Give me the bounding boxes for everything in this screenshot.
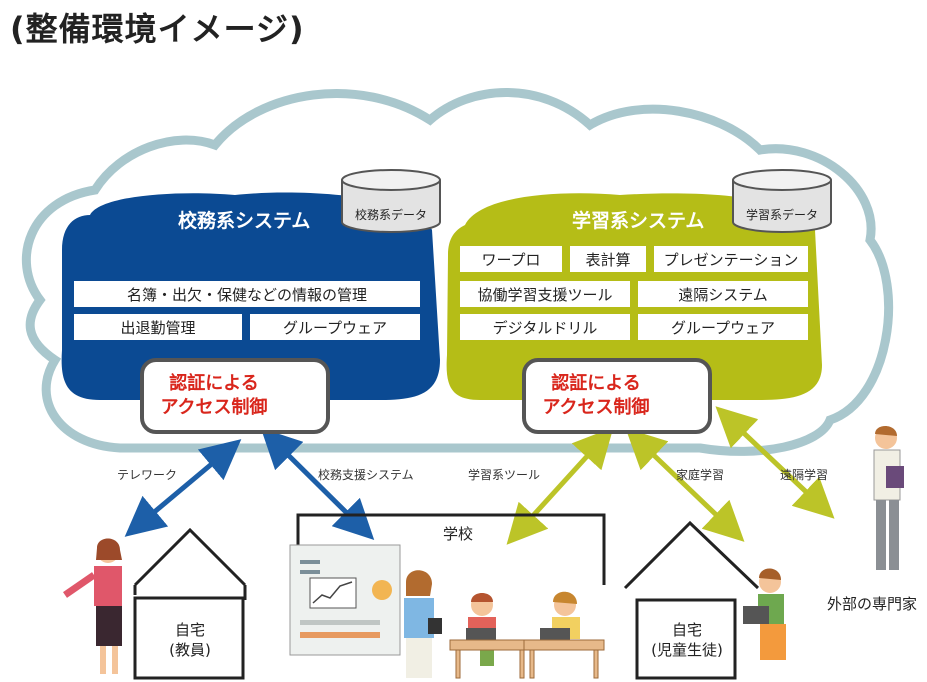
teacher-home-line1: 自宅 <box>174 621 205 639</box>
admin-auth-box: 認証による アクセス制御 <box>140 358 330 434</box>
teacher-home-house <box>133 527 247 680</box>
learning-database-icon <box>732 169 832 233</box>
label-remote-learning: 遠隔学習 <box>780 468 829 482</box>
arrow-telework <box>124 439 242 537</box>
arrow-admin-support <box>260 427 375 541</box>
label-telework: テレワーク <box>117 468 178 482</box>
expert-figure <box>873 425 904 570</box>
student-home-caption: 自宅 (児童生徒) <box>638 620 736 660</box>
admin-database-icon <box>341 169 441 233</box>
teacher-home-caption: 自宅 (教員) <box>138 620 242 660</box>
learning-db-label: 学習系データ <box>745 208 818 222</box>
label-home-learning: 家庭学習 <box>676 468 725 482</box>
admin-item-attendance: 出退勤管理 <box>74 314 242 340</box>
learning-system-area <box>446 193 822 400</box>
admin-system-title: 校務系システム <box>178 210 311 232</box>
student-home-line1: 自宅 <box>671 621 702 639</box>
auth-line1: 認証による <box>551 373 641 394</box>
learning-system-title: 学習系システム <box>572 210 705 232</box>
admin-item-records: 名簿・出欠・保健などの情報の管理 <box>74 281 420 307</box>
learning-auth-label: 認証による アクセス制御 <box>536 372 656 420</box>
arrow-learning-tools <box>506 427 614 545</box>
admin-auth-label: 認証による アクセス制御 <box>154 372 274 420</box>
auth-line1: 認証による <box>169 373 259 394</box>
arrow-remote-learning <box>715 406 835 519</box>
learning-item-word: ワープロ <box>460 246 562 272</box>
school-caption: 学校 <box>442 525 473 543</box>
label-admin-support: 校務支援システム <box>318 468 414 482</box>
learning-item-collab: 協働学習支援ツール <box>460 281 630 307</box>
arrow-home-learning <box>625 428 745 542</box>
admin-item-groupware: グループウェア <box>250 314 420 340</box>
student-home-line2: (児童生徒) <box>651 641 723 659</box>
learning-item-drill: デジタルドリル <box>460 314 630 340</box>
learning-item-presentation: プレゼンテーション <box>654 246 808 272</box>
student-figure-2 <box>540 591 580 644</box>
teacher-home-line2: (教員) <box>169 641 211 659</box>
label-learning-tools: 学習系ツール <box>468 468 541 482</box>
teacher-figure <box>63 538 122 674</box>
learning-auth-box: 認証による アクセス制御 <box>522 358 712 434</box>
page-title: (整備環境イメージ) <box>10 10 305 48</box>
expert-caption: 外部の専門家 <box>826 595 917 613</box>
auth-line2: アクセス制御 <box>160 397 268 418</box>
student-home-house <box>623 520 760 680</box>
learning-item-groupware: グループウェア <box>638 314 808 340</box>
learning-item-spreadsheet: 表計算 <box>570 246 646 272</box>
learning-item-remote: 遠隔システム <box>638 281 808 307</box>
student-figure-1 <box>466 593 496 666</box>
school-teacher-figure <box>404 570 442 678</box>
classroom-desks <box>449 639 605 679</box>
auth-line2: アクセス制御 <box>542 397 650 418</box>
whiteboard-image <box>289 544 401 656</box>
admin-db-label: 校務系データ <box>354 208 427 222</box>
home-student-figure <box>743 568 786 660</box>
